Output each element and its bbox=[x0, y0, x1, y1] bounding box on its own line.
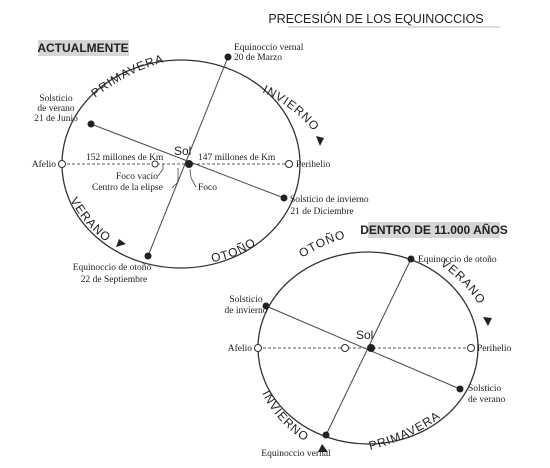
label-solsticio-invierno-1a: Solsticio de invierno bbox=[290, 195, 369, 205]
label-foco-1: Foco bbox=[198, 183, 217, 193]
label-box-actualmente bbox=[38, 40, 129, 56]
diagram-11000-anos: DENTRO DE 11.000 AÑOS OTOÑO VERANO INVIE… bbox=[224, 222, 512, 459]
label-equinoccio-vernal-date-1: 20 de Marzo bbox=[234, 53, 282, 63]
label-solsticio-invierno-2a: Solsticio bbox=[229, 295, 263, 305]
label-sol-1: Sol bbox=[174, 144, 191, 158]
label-equinoccio-otono-2: Equinoccio de otoño bbox=[418, 255, 497, 265]
point-solsticio-invierno-1 bbox=[280, 194, 288, 202]
season-primavera-1: PRIMAVERA bbox=[88, 52, 165, 101]
point-afelio-2 bbox=[254, 344, 262, 352]
label-solsticio-verano-1c: 21 de Junio bbox=[34, 114, 78, 124]
label-solsticio-verano-1a: Solsticio bbox=[39, 94, 73, 104]
label-solsticio-verano-2a: Solsticio bbox=[468, 384, 502, 394]
label-equinoccio-otono-1b: 22 de Septiembre bbox=[81, 275, 147, 285]
label-perihelio-1: Perihelio bbox=[296, 160, 331, 170]
arrow-invierno-2 bbox=[318, 444, 328, 452]
axis-equinox-1 bbox=[147, 56, 229, 257]
point-perihelio-1 bbox=[285, 160, 293, 168]
point-perihelio-2 bbox=[467, 344, 475, 352]
season-otono-1: OTOÑO bbox=[210, 235, 259, 265]
label-afelio-1: Afelio bbox=[32, 159, 57, 170]
point-equinoccio-otono-1 bbox=[144, 252, 152, 260]
label-box-11000 bbox=[368, 222, 500, 238]
point-solsticio-verano-2 bbox=[456, 385, 464, 393]
point-solsticio-invierno-2 bbox=[262, 302, 270, 310]
label-solsticio-invierno-2b: de invierno bbox=[224, 306, 267, 316]
arrow-verano-1 bbox=[116, 239, 126, 247]
label-dist-afelio-1: 152 millones de Km bbox=[86, 153, 164, 163]
point-equinoccio-otono-2 bbox=[407, 255, 415, 263]
page-title: PRECESIÓN DE LOS EQUINOCCIOS bbox=[268, 11, 483, 26]
season-invierno-2: INVIERNO bbox=[259, 388, 311, 444]
point-equinoccio-vernal-2 bbox=[322, 431, 330, 439]
arrow-verano-2 bbox=[483, 317, 492, 326]
leader-foco-1 bbox=[189, 168, 197, 188]
label-dist-perihelio-1: 147 millones de Km bbox=[198, 153, 276, 163]
point-afelio-1 bbox=[58, 160, 66, 168]
label-equinoccio-vernal-1: Equinoccio vernal bbox=[234, 43, 304, 53]
label-solsticio-verano-1b: de verano bbox=[37, 104, 74, 114]
leader-centro-1 bbox=[171, 168, 179, 189]
label-sol-2: Sol bbox=[356, 328, 373, 342]
leader-foco-vacio-1 bbox=[157, 164, 164, 177]
label-centro-elipse-1: Centro de la elipse bbox=[92, 183, 163, 193]
label-actualmente: ACTUALMENTE bbox=[37, 41, 128, 55]
season-verano-1: VERANO bbox=[67, 194, 113, 244]
point-solsticio-verano-1 bbox=[87, 120, 95, 128]
foco-vacio-point-2 bbox=[341, 344, 349, 352]
sun-1 bbox=[185, 160, 193, 168]
label-11000: DENTRO DE 11.000 AÑOS bbox=[360, 222, 508, 237]
label-solsticio-invierno-1b: 21 de Diciembre bbox=[290, 207, 353, 217]
season-primavera-2: PRIMAVERA bbox=[367, 408, 443, 453]
label-foco-vacio-1: Foco vacío bbox=[116, 172, 158, 182]
point-equinoccio-vernal-1 bbox=[224, 53, 232, 61]
label-equinoccio-vernal-2: Equinoccio vernal bbox=[261, 449, 331, 459]
label-afelio-2: Afelio bbox=[228, 343, 253, 354]
foco-vacio-point-1 bbox=[151, 160, 159, 168]
arrow-invierno-1 bbox=[316, 136, 324, 146]
sun-2 bbox=[367, 344, 375, 352]
label-solsticio-verano-2b: de verano bbox=[468, 395, 505, 405]
label-equinoccio-otono-1a: Equinoccio de otoño bbox=[73, 263, 152, 273]
label-perihelio-2: Perihelio bbox=[477, 344, 512, 354]
